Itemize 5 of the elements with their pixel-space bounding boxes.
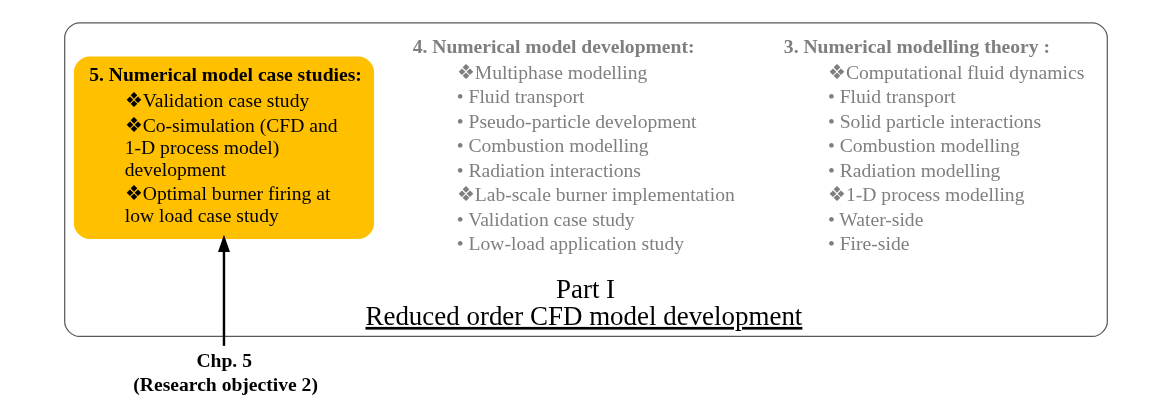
node-box: 5. Numerical model case studies: ❖Validation case study ❖Co-simulation (CFD and 1-D process model) development ❖Optimal burner firing at low load case study xyxy=(73,56,374,239)
arrow xyxy=(217,234,230,346)
node-text: 3. Numerical modelling theory : ❖Computational fluid dynamics • Fluid transport • Solid particle interactions • Combustion modelling • Radiation modelling ❖1-D process modelling • Water-side • Fire-side xyxy=(783,36,1084,255)
node-text: 4. Numerical model development: ❖Multiphase modelling • Fluid transport • Pseudo-particle development • Combustion modelling • Radiation interactions ❖Lab-scale burner implementation • Validation case study • Low-load application study xyxy=(412,36,735,255)
node-text: Chp. 5 (Research objective 2) xyxy=(132,349,318,396)
